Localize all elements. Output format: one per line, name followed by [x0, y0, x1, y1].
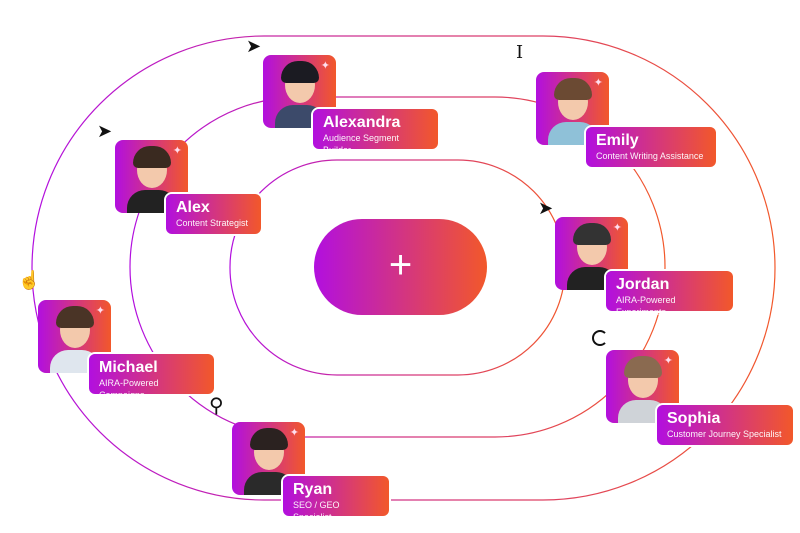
sparkle-icon: ✦ — [320, 60, 330, 72]
sparkle-icon: ✦ — [663, 355, 673, 367]
avatar-body — [50, 350, 100, 373]
agent-role: Customer Journey Specialist — [667, 429, 782, 439]
agent-role: Audience Segment Builder — [323, 133, 400, 155]
avatar-body — [127, 190, 177, 213]
agent-name: Jordan — [616, 276, 670, 293]
agent-role: AIRA-Powered Campaigns — [99, 378, 159, 400]
arrow-cursor-icon: ➤ — [97, 121, 113, 141]
sparkle-icon: ✦ — [95, 305, 105, 317]
agent-name: Michael — [99, 359, 158, 376]
sparkle-icon: ✦ — [593, 77, 603, 89]
agent-role: AIRA-Powered Experiments — [616, 295, 676, 317]
avatar-body — [275, 105, 325, 128]
agent-name: Alexandra — [323, 114, 401, 131]
agent-name: Alex — [176, 199, 210, 216]
add-agent-button[interactable]: + — [314, 219, 487, 315]
avatar-hair — [573, 223, 611, 245]
magnifier-icon: ⚲ — [209, 395, 224, 417]
avatar-hair — [250, 428, 288, 450]
avatar-body — [244, 472, 294, 495]
agent-role: Content Strategist — [176, 218, 249, 228]
agent-avatar[interactable]: ✦ — [555, 217, 628, 290]
avatar-hair — [281, 61, 319, 83]
agent-avatar[interactable]: ✦ — [263, 55, 336, 128]
agent-role: SEO / GEO Specialist — [293, 500, 340, 522]
agent-name: Ryan — [293, 481, 333, 498]
agent-role: Content Writing Assistance — [596, 151, 704, 161]
hand-cursor-icon: ☝ — [18, 270, 41, 290]
avatar-hair — [133, 146, 171, 168]
arrow-cursor-icon: ➤ — [246, 36, 262, 56]
agent-name: Emily — [596, 132, 639, 149]
avatar-body — [618, 400, 668, 423]
avatar-body — [548, 122, 598, 145]
sparkle-icon: ✦ — [172, 145, 182, 157]
sparkle-icon: ✦ — [612, 222, 622, 234]
avatar-body — [567, 267, 617, 290]
middle-ring — [129, 96, 666, 438]
avatar-hair — [554, 78, 592, 100]
arrow-cursor-icon: ➤ — [538, 198, 554, 218]
agent-avatar[interactable]: ✦ — [606, 350, 679, 423]
text-cursor-icon: I — [516, 42, 524, 63]
sparkle-icon: ✦ — [289, 427, 299, 439]
avatar-hair — [56, 306, 94, 328]
avatar-hair — [624, 356, 662, 378]
agent-name: Sophia — [667, 410, 721, 427]
loading-spinner-icon — [592, 330, 608, 346]
outer-ring — [31, 35, 776, 501]
